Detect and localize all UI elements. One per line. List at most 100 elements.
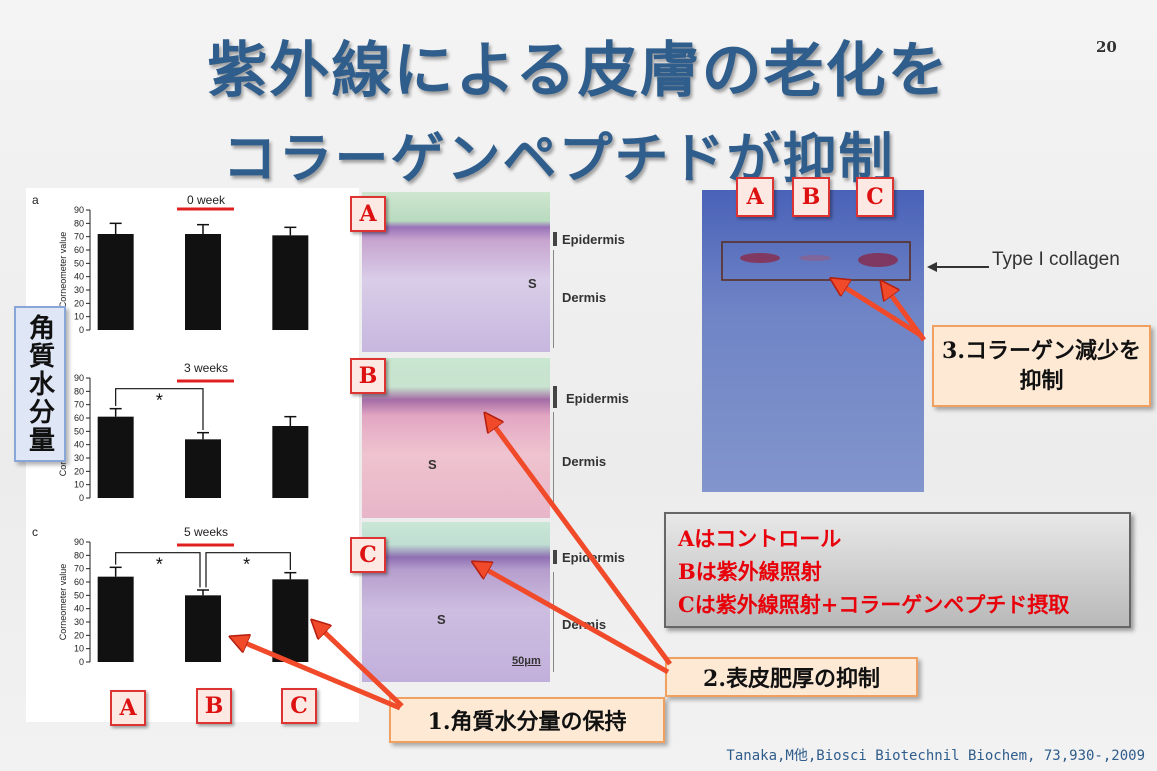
legend-a: Aはコントロール: [678, 526, 842, 551]
chart-title: 5 weeks: [184, 525, 228, 539]
y-tick-label: 60: [74, 577, 84, 587]
scale-bar-label: 50μm: [512, 655, 541, 667]
y-tick-label: 10: [74, 312, 84, 322]
bar-a-B: [185, 234, 221, 330]
dermis-label-a: Dermis: [562, 290, 607, 305]
significance-star: *: [156, 391, 163, 411]
epidermis-label-a: Epidermis: [562, 232, 625, 247]
label-a-histology: A: [350, 196, 386, 232]
callout-epidermis: 2.表皮肥厚の抑制: [665, 657, 918, 697]
callout-collagen: 3.コラーゲン減少を 抑制: [932, 325, 1151, 407]
label-b-chart: B: [196, 688, 232, 724]
y-tick-label: 10: [74, 480, 84, 490]
y-tick-label: 0: [79, 493, 84, 503]
collagen-pointer-arrow: [927, 258, 991, 277]
histology-a: [362, 192, 550, 352]
label-a-gel: A: [736, 177, 774, 217]
gel-band-a: [740, 253, 780, 263]
label-c-gel: C: [856, 177, 894, 217]
page-number: 20: [1096, 38, 1117, 56]
dermis-bar-c: [553, 572, 554, 672]
side-label: 角質水分量: [24, 314, 55, 454]
label-c-histology: C: [350, 537, 386, 573]
epidermis-bar-a: [553, 232, 557, 246]
y-tick-label: 30: [74, 617, 84, 627]
chart-title: 0 week: [187, 193, 226, 207]
y-tick-label: 70: [74, 232, 84, 242]
slide-title-line1: 紫外線による皮膚の老化を: [207, 36, 950, 106]
histology-b: [362, 358, 550, 518]
arrow-moisture-c: [318, 626, 404, 708]
y-tick-label: 50: [74, 590, 84, 600]
label-b-histology: B: [350, 358, 386, 394]
y-tick-label: 60: [74, 413, 84, 423]
s-mark-a: S: [528, 276, 537, 291]
bar-a-A: [97, 234, 134, 330]
dermis-bar-b: [553, 412, 554, 510]
bar-b-C: [272, 426, 309, 498]
arrow-epidermis-b: [490, 420, 673, 666]
bar-c-A: [97, 576, 134, 662]
panel-letter: a: [32, 193, 39, 207]
gel-band-b: [799, 255, 831, 261]
legend-c: Cは紫外線照射+コラーゲンペプチド摂取: [678, 592, 1070, 617]
y-axis-label: Corneometer value: [58, 232, 68, 309]
y-tick-label: 0: [79, 325, 84, 335]
y-tick-label: 50: [74, 426, 84, 436]
arrow-moisture-b: [238, 640, 401, 711]
panel-letter: c: [32, 525, 38, 539]
arrow-collagen-b: [838, 283, 924, 339]
histology-c: [362, 522, 550, 682]
s-mark-b: S: [428, 457, 437, 472]
y-tick-label: 0: [79, 657, 84, 667]
callout-moisture-text: 1.角質水分量の保持: [427, 709, 627, 735]
bar-b-A: [97, 416, 134, 498]
bar-a-C: [272, 235, 309, 330]
type-i-collagen-label: Type I collagen: [992, 249, 1120, 270]
slide-title-line2: コラーゲンペプチドが抑制: [222, 126, 895, 190]
epidermis-label-b: Epidermis: [566, 391, 629, 406]
y-tick-label: 80: [74, 218, 84, 228]
significance-bracket: [115, 552, 201, 588]
callout-epidermis-text: 2.表皮肥厚の抑制: [703, 666, 880, 692]
dermis-label-b: Dermis: [562, 454, 607, 469]
callout-collagen-line2: 抑制: [1019, 368, 1064, 394]
y-tick-label: 90: [74, 373, 84, 383]
arrow-epidermis-c: [480, 566, 670, 675]
gel-band-c: [858, 253, 898, 267]
y-tick-label: 20: [74, 466, 84, 476]
bar-c-C: [272, 579, 309, 662]
callout-moisture: 1.角質水分量の保持: [389, 697, 665, 743]
label-c-chart: C: [281, 688, 317, 724]
y-tick-label: 10: [74, 644, 84, 654]
gel-bands: [721, 241, 911, 281]
y-tick-label: 20: [74, 298, 84, 308]
label-b-gel: B: [792, 177, 830, 217]
y-tick-label: 70: [74, 400, 84, 410]
y-axis-label: Corneometer value: [58, 564, 68, 641]
y-tick-label: 90: [74, 205, 84, 215]
y-tick-label: 40: [74, 440, 84, 450]
y-tick-label: 80: [74, 550, 84, 560]
y-tick-label: 70: [74, 564, 84, 574]
s-mark-c: S: [437, 612, 446, 627]
epidermis-bar-c: [553, 550, 557, 564]
callout-collagen-line1: 3.コラーゲン減少を: [942, 338, 1141, 364]
y-tick-label: 20: [74, 630, 84, 640]
group-legend: Aはコントロール Bは紫外線照射 Cは紫外線照射+コラーゲンペプチド摂取: [664, 512, 1131, 628]
bar-c-B: [185, 595, 221, 662]
citation: Tanaka,M他,Biosci Biotechnil Biochem, 73,…: [726, 748, 1145, 764]
y-tick-label: 50: [74, 258, 84, 268]
significance-star: *: [243, 555, 250, 575]
y-tick-label: 60: [74, 245, 84, 255]
arrow-collagen-c: [886, 288, 927, 342]
label-a-chart: A: [110, 690, 146, 726]
significance-bracket: [115, 388, 204, 430]
bar-b-B: [185, 439, 221, 498]
epidermis-bar-b: [553, 386, 557, 408]
y-tick-label: 40: [74, 272, 84, 282]
gel-band-box: [721, 241, 911, 281]
legend-b: Bは紫外線照射: [678, 559, 822, 584]
